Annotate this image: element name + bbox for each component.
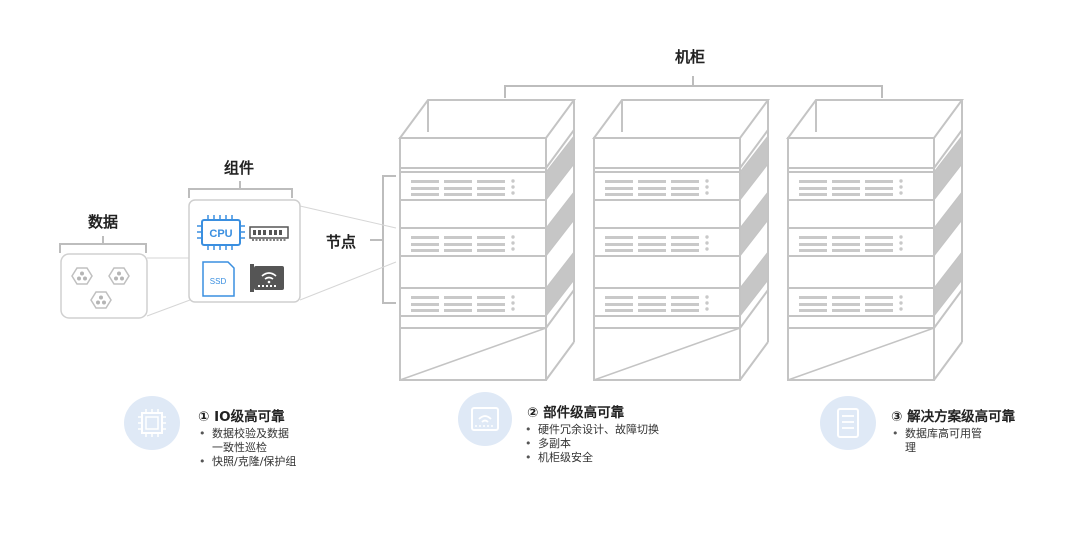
section-title: ② 部件级高可靠 (527, 405, 625, 421)
list-item: 多副本 (525, 437, 659, 451)
component-label: 组件 (224, 159, 255, 177)
list-item: 机柜级安全 (525, 451, 659, 465)
section-io-reliability: ① IO级高可靠 数据校验及数据 一致性巡检 快照/克隆/保护组 (124, 396, 354, 476)
list-item: 硬件冗余设计、故障切换 (525, 423, 659, 437)
server-icon (837, 408, 859, 438)
data-label: 数据 (88, 213, 119, 231)
node-label: 节点 (326, 233, 357, 251)
section-component-reliability: ② 部件级高可靠 硬件冗余设计、故障切换 多副本 机柜级安全 (458, 392, 718, 472)
data-hex-icon (71, 267, 93, 285)
section-icon-bg (124, 396, 180, 450)
component-bracket (188, 181, 293, 198)
ssd-icon: SSD (202, 261, 235, 297)
list-item: 快照/克隆/保护组 (199, 455, 296, 469)
cpu-label: CPU (209, 228, 232, 240)
cabinet (787, 99, 963, 381)
server-node (399, 134, 575, 202)
data-hex-icon (108, 267, 130, 285)
cpu-icon: CPU (197, 215, 245, 250)
section-title: ③ 解决方案级高可靠 (891, 409, 1016, 425)
node-bracket (370, 175, 396, 304)
list-item: 数据库高可用管 (892, 427, 982, 441)
section-title: ① IO级高可靠 (198, 409, 285, 425)
section-list: 硬件冗余设计、故障切换 多副本 机柜级安全 (525, 423, 659, 465)
cabinet-label: 机柜 (675, 48, 706, 66)
cabinet (398, 99, 576, 381)
cabinet (593, 99, 769, 381)
network-card-icon (471, 407, 499, 431)
section-icon-bg (820, 396, 876, 450)
ssd-label: SSD (210, 277, 227, 286)
data-hex-icon (90, 291, 112, 309)
server-node (399, 190, 575, 258)
list-item: 理 (905, 441, 916, 454)
server-node (399, 250, 575, 318)
section-icon-bg (458, 392, 512, 446)
component-box: CPU SSD (188, 199, 301, 303)
data-bracket (59, 236, 147, 253)
cabinet-bracket (504, 76, 883, 98)
list-item: 一致性巡检 (212, 441, 267, 454)
section-list: 数据校验及数据 一致性巡检 快照/克隆/保护组 (199, 427, 296, 469)
section-list: 数据库高可用管 理 (892, 427, 982, 455)
chip-icon (138, 409, 166, 437)
memory-icon (249, 226, 289, 241)
section-solution-reliability: ③ 解决方案级高可靠 数据库高可用管 理 (820, 396, 1060, 476)
data-box (60, 253, 148, 319)
list-item: 数据校验及数据 (199, 427, 296, 441)
network-card-icon (250, 264, 284, 292)
connector-lines (146, 205, 397, 317)
